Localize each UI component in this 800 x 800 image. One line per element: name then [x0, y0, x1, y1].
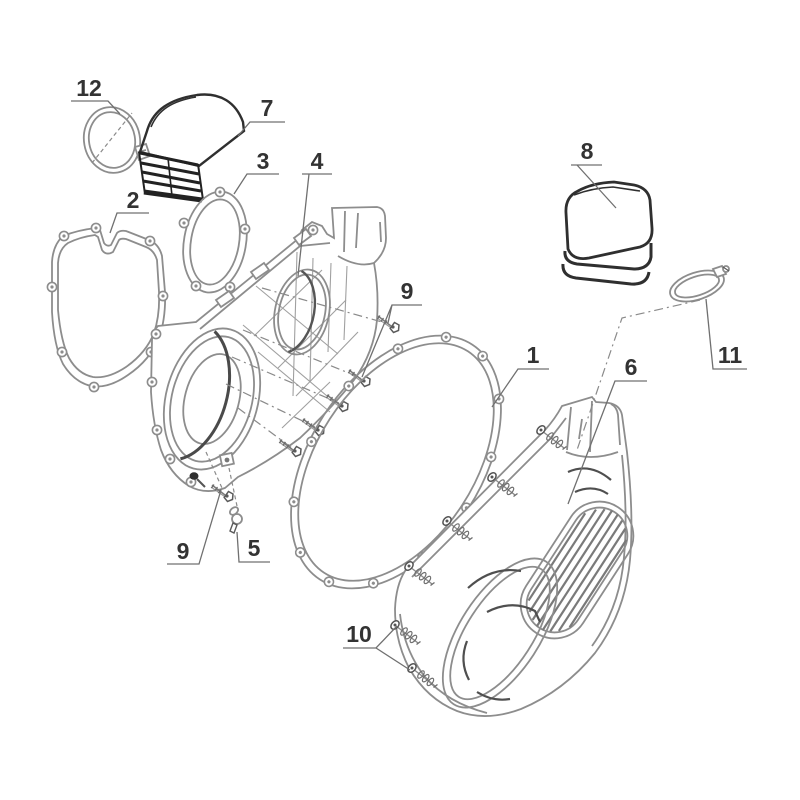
callout-1: 1 [491, 342, 549, 408]
cover-face-lines [462, 467, 612, 701]
callout-7-label: 7 [261, 95, 274, 121]
callout-8: 8 [571, 138, 617, 209]
duct-grille [138, 151, 204, 203]
part-8-rubber-cover [561, 180, 654, 286]
callout-1-label: 1 [527, 342, 540, 368]
part-12-round-clamp [82, 106, 152, 174]
callout-12: 12 [71, 75, 121, 115]
callout-7: 7 [237, 95, 285, 137]
callout-9-lower: 9 [167, 489, 222, 565]
plate-upper-opening [273, 268, 331, 356]
callout-10-label: 10 [346, 621, 372, 647]
callout-9-upper: 9 [361, 278, 422, 378]
part-7-air-duct [138, 93, 246, 203]
part-5-screw [229, 506, 243, 534]
callouts: 12 7 2 3 4 9 8 11 [71, 75, 747, 671]
callout-4: 4 [297, 148, 332, 277]
callout-9-lower-label: 9 [177, 538, 190, 564]
callout-12-label: 12 [76, 75, 102, 101]
callout-5-label: 5 [248, 535, 261, 561]
callout-11: 11 [705, 298, 747, 370]
part-6-outer-cover [388, 395, 635, 717]
part-3-round-gasket [178, 186, 251, 294]
callout-3-label: 3 [257, 148, 270, 174]
callout-6-label: 6 [625, 354, 638, 380]
callout-2-label: 2 [127, 187, 140, 213]
plate-bearing-ring [162, 327, 262, 471]
cover-vent-louvers [519, 500, 635, 640]
callout-9-upper-label: 9 [401, 278, 414, 304]
callout-10: 10 [343, 621, 411, 671]
part-2-inner-gasket [46, 222, 169, 393]
callout-3: 3 [233, 148, 279, 195]
alignment-centerline [576, 299, 701, 451]
part-4-inner-cover-plate [146, 206, 387, 492]
callout-5: 5 [236, 531, 270, 563]
callout-8-label: 8 [581, 138, 594, 164]
callout-11-label: 11 [718, 342, 743, 368]
part-11-oval-clamp [669, 264, 730, 303]
cover-clutch-dome [441, 557, 559, 709]
part-9-screws-upper [225, 287, 400, 458]
callout-2: 2 [109, 187, 149, 234]
callout-4-label: 4 [311, 148, 324, 174]
callout-6: 6 [567, 354, 647, 505]
